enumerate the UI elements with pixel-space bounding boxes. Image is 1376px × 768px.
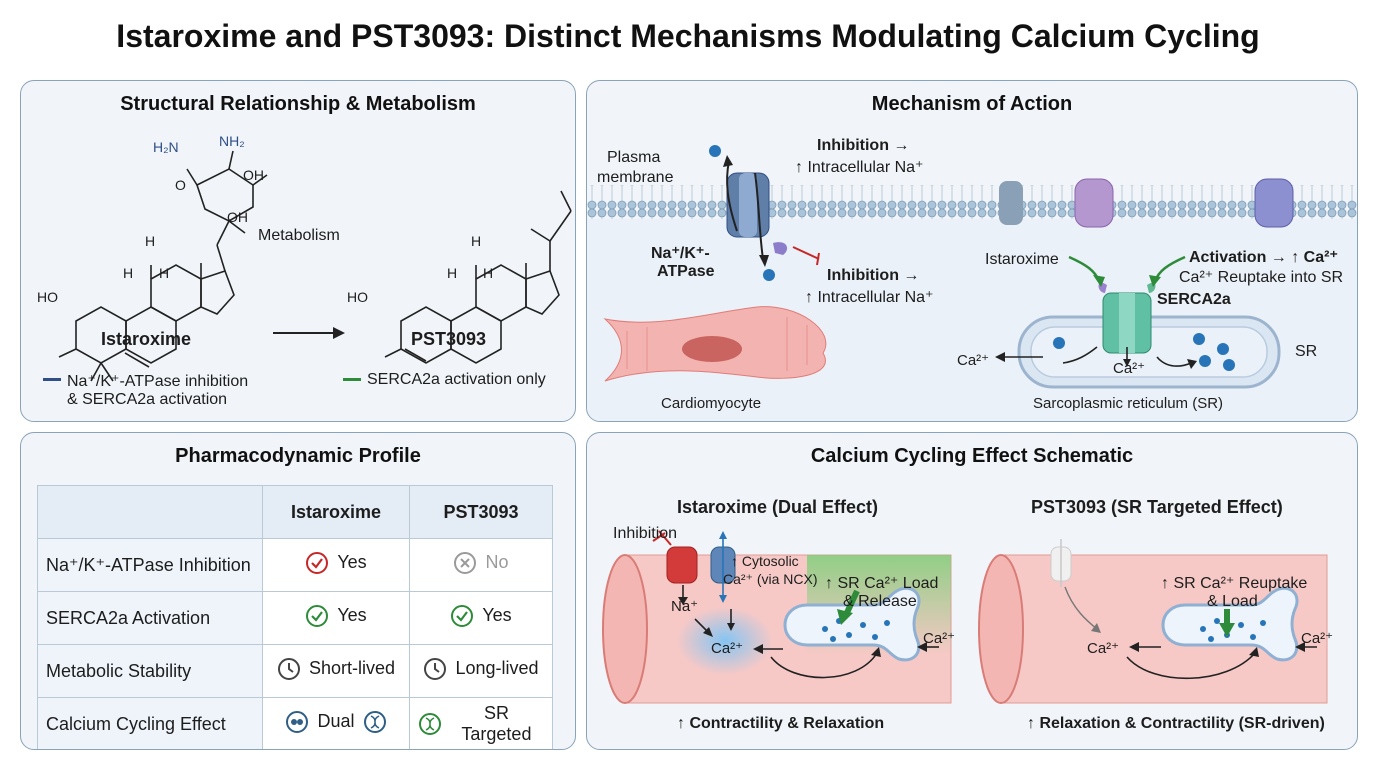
dna-icon bbox=[363, 710, 386, 733]
row-label: Metabolic Stability bbox=[37, 644, 263, 698]
green-check-icon bbox=[306, 604, 329, 627]
cce-load-2: & Release bbox=[843, 593, 917, 610]
pump-label-2: ATPase bbox=[657, 263, 715, 280]
pd-panel-title: Pharmacodynamic Profile bbox=[175, 445, 421, 467]
legend-istaroxime-swatch bbox=[43, 378, 61, 381]
cce-right-title: PST3093 (SR Targeted Effect) bbox=[1031, 497, 1283, 517]
atom-oh-1: OH bbox=[243, 167, 264, 183]
ca-center-label: Ca²⁺ bbox=[1113, 360, 1146, 377]
compound-pst3093: PST3093 bbox=[411, 329, 487, 349]
atom-nh2: NH₂ bbox=[219, 133, 245, 149]
atom-h-c: H bbox=[123, 265, 134, 281]
pd-header-empty bbox=[37, 485, 263, 539]
cce-cytosolic-1: ↑ Cytosolic bbox=[731, 553, 799, 569]
cce-na-label: Na⁺ bbox=[671, 598, 699, 615]
cell-value: Yes bbox=[337, 605, 367, 625]
cell-value: Short-lived bbox=[308, 658, 396, 678]
cce-load-1: ↑ SR Ca²⁺ Load bbox=[825, 575, 939, 592]
istaroxime-label: Istaroxime bbox=[985, 251, 1059, 268]
cce-ca-out-right: Ca²⁺ bbox=[1301, 630, 1334, 647]
pd-panel: Pharmacodynamic Profile Istaroxime PST30… bbox=[20, 432, 576, 750]
serca-label: SERCA2a bbox=[1157, 291, 1231, 308]
row-label: Calcium Cycling Effect bbox=[37, 697, 263, 749]
plasma-membrane-label-1: Plasma bbox=[607, 149, 661, 166]
clock-icon bbox=[277, 657, 300, 680]
cce-left-result: ↑ Contractility & Relaxation bbox=[677, 715, 885, 732]
cce-panel: Calcium Cycling Effect Schematic Istarox… bbox=[586, 432, 1358, 750]
inhibition-mid-2: ↑ Intracellular Na⁺ bbox=[805, 289, 934, 306]
pd-header-row: Istaroxime PST3093 bbox=[37, 485, 553, 539]
ca-left-label: Ca²⁺ bbox=[957, 352, 990, 369]
cell-value: SR Targeted bbox=[461, 703, 532, 744]
cell-value: Long-lived bbox=[455, 658, 539, 678]
atom-h-g: H bbox=[483, 265, 494, 281]
sr-full-label: Sarcoplasmic reticulum (SR) bbox=[1033, 395, 1224, 412]
legend-pst-swatch bbox=[343, 378, 361, 381]
gray-x-icon bbox=[454, 551, 477, 574]
legend-pst: SERCA2a activation only bbox=[367, 371, 546, 388]
dual-icon bbox=[286, 710, 309, 733]
activation-label-2: Ca²⁺ Reuptake into SR bbox=[1179, 269, 1344, 286]
cce-ca-cytosol-right: Ca²⁺ bbox=[1087, 640, 1120, 657]
atom-h2n: H₂N bbox=[153, 139, 179, 155]
cce-reuptake-2: & Load bbox=[1207, 593, 1258, 610]
plasma-membrane-label-2: membrane bbox=[597, 169, 674, 186]
sr-label: SR bbox=[1295, 343, 1318, 360]
cce-illustration bbox=[602, 530, 1328, 704]
molecule-drawings bbox=[58, 150, 572, 382]
pd-header-pst3093: PST3093 bbox=[409, 485, 553, 539]
cce-right-result: ↑ Relaxation & Contractility (SR-driven) bbox=[1027, 715, 1325, 732]
cell-value: No bbox=[485, 552, 509, 572]
pd-table: Istaroxime PST3093 Na⁺/K⁺-ATPase Inhibit… bbox=[37, 485, 553, 749]
structure-panel: Structural Relationship & Metabolism bbox=[20, 80, 576, 422]
red-check-icon bbox=[306, 551, 329, 574]
table-row: SERCA2a Activation Yes Yes bbox=[37, 591, 553, 645]
row-label: Na⁺/K⁺-ATPase Inhibition bbox=[37, 538, 263, 592]
cce-reuptake-1: ↑ SR Ca²⁺ Reuptake bbox=[1161, 575, 1308, 592]
sr-icon bbox=[419, 713, 441, 735]
atom-ho-1: HO bbox=[37, 289, 58, 305]
green-check-icon bbox=[451, 604, 474, 627]
legend-istaroxime-line2: & SERCA2a activation bbox=[67, 391, 228, 408]
clock-icon bbox=[424, 657, 447, 680]
inhibition-top-1: Inhibition → bbox=[817, 137, 910, 154]
pd-header-istaroxime: Istaroxime bbox=[262, 485, 410, 539]
atom-oh-2: OH bbox=[227, 209, 248, 225]
cce-ca-cytosol: Ca²⁺ bbox=[711, 640, 744, 657]
row-label: SERCA2a Activation bbox=[37, 591, 263, 645]
cell-value: Yes bbox=[337, 552, 367, 572]
atom-h-e: H bbox=[471, 233, 482, 249]
atom-o: O bbox=[175, 177, 186, 193]
cell-value: Yes bbox=[482, 605, 512, 625]
inhibition-mid-1: Inhibition → bbox=[827, 267, 920, 284]
moa-panel-title: Mechanism of Action bbox=[871, 93, 1073, 115]
table-row: Na⁺/K⁺-ATPase Inhibition Yes No bbox=[37, 538, 553, 592]
legend-istaroxime-line1: Na⁺/K⁺-ATPase inhibition bbox=[67, 373, 249, 390]
metabolism-label: Metabolism bbox=[258, 227, 340, 244]
cce-inhibition-label: Inhibition bbox=[613, 525, 678, 542]
moa-illustration bbox=[587, 145, 1357, 421]
table-row: Calcium Cycling Effect Dual SR Targeted bbox=[37, 697, 553, 749]
atom-h-b: H bbox=[145, 233, 156, 249]
cardiomyocyte-label: Cardiomyocyte bbox=[661, 395, 762, 412]
cell-value: Dual bbox=[317, 711, 355, 731]
cce-ca-out-left: Ca²⁺ bbox=[923, 630, 956, 647]
inhibition-top-2: ↑ Intracellular Na⁺ bbox=[795, 159, 924, 176]
cce-panel-title: Calcium Cycling Effect Schematic bbox=[810, 445, 1134, 467]
page-title: Istaroxime and PST3093: Distinct Mechani… bbox=[116, 18, 1260, 54]
cce-cytosolic-2: Ca²⁺ (via NCX) bbox=[723, 571, 818, 587]
structure-panel-title: Structural Relationship & Metabolism bbox=[120, 93, 476, 115]
cce-left-title: Istaroxime (Dual Effect) bbox=[677, 497, 879, 517]
activation-label-1: Activation → ↑ Ca²⁺ bbox=[1189, 249, 1338, 266]
atom-h-d: H bbox=[159, 265, 170, 281]
compound-istaroxime: Istaroxime bbox=[101, 329, 192, 349]
table-row: Metabolic Stability Short-lived Long-liv… bbox=[37, 644, 553, 698]
moa-panel: Mechanism of Action bbox=[586, 80, 1358, 422]
atom-ho-2: HO bbox=[347, 289, 368, 305]
pump-label-1: Na⁺/K⁺- bbox=[651, 245, 710, 262]
atom-h-f: H bbox=[447, 265, 458, 281]
